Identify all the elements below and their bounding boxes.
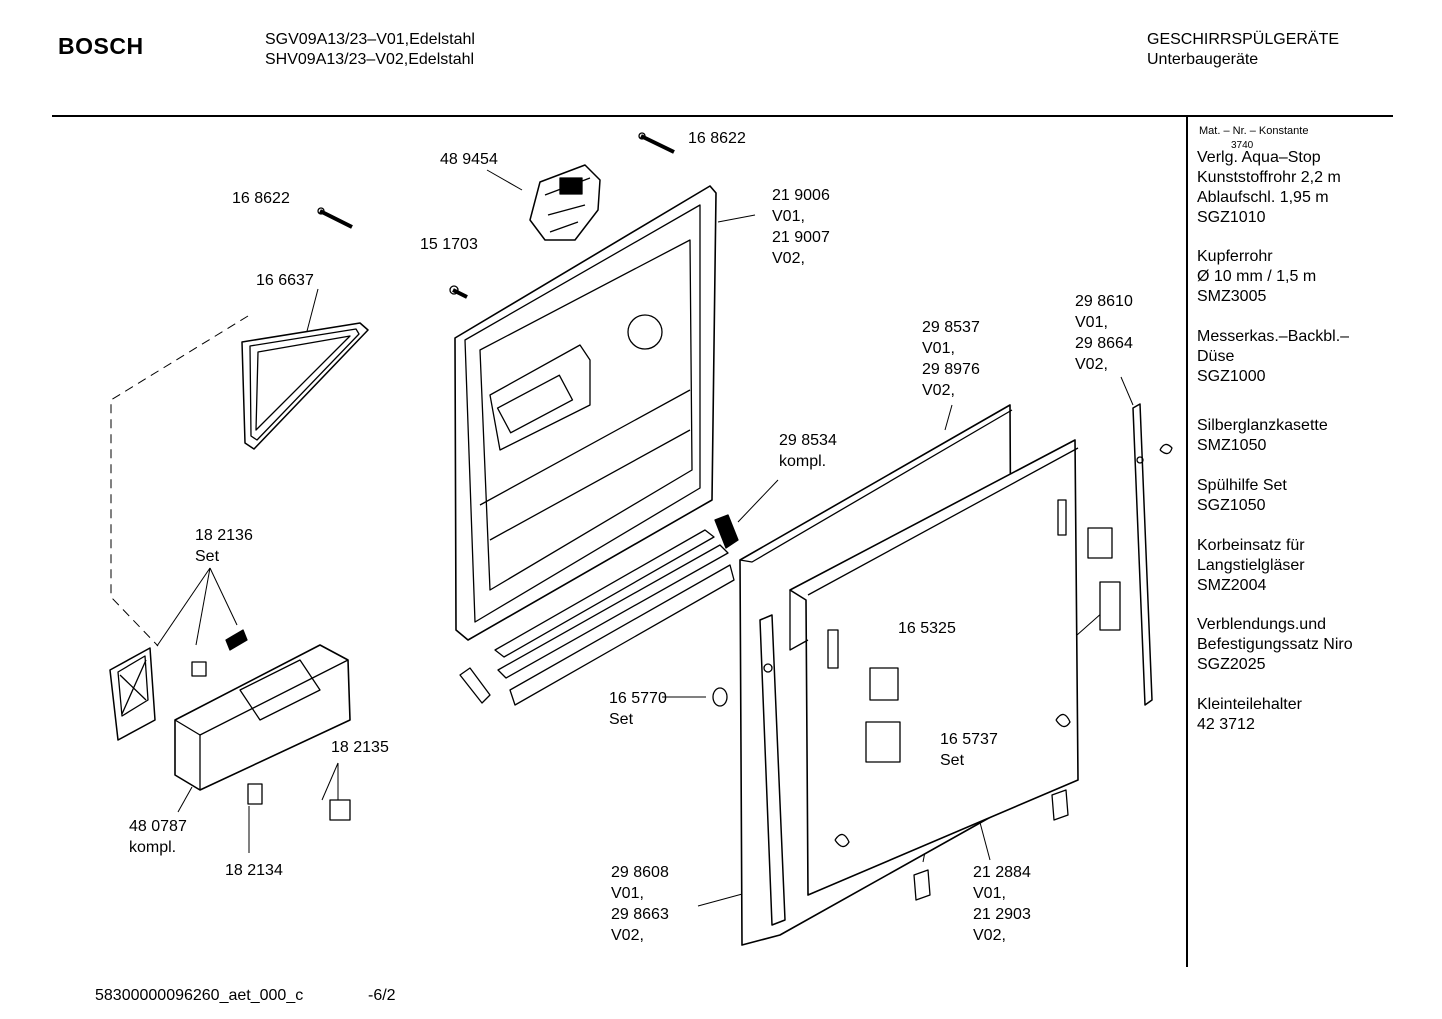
button-cap-icon — [712, 687, 728, 707]
brand-logo: BOSCH — [58, 33, 144, 59]
accessory-item: Messerkas.–Backbl.– Düse SGZ1000 — [1197, 328, 1350, 385]
accessory-item: Verlg. Aqua–Stop Kunststoffrohr 2,2 m Ab… — [1197, 149, 1341, 226]
latch-icon — [329, 799, 351, 821]
accessory-item: Korbeinsatz für Langstielgläser SMZ2004 — [1197, 537, 1305, 594]
callout-165325: 16 5325 — [898, 620, 956, 637]
hinge-icon-left — [459, 667, 491, 704]
bottom-rail-icon — [494, 529, 735, 706]
clip-icon-1 — [1087, 527, 1113, 559]
side-strip-right-icon — [1132, 403, 1173, 706]
callout-212884: 21 2884 V01, 21 2903 V02, — [973, 864, 1031, 944]
callout-489454: 48 9454 — [440, 151, 498, 168]
inner-door-panel-icon — [454, 185, 717, 641]
pin-icon — [225, 629, 248, 651]
callout-165737: 16 5737 Set — [940, 731, 998, 769]
callout-298534: 29 8534 kompl. — [779, 432, 837, 470]
callout-168622-left: 16 8622 — [232, 190, 290, 207]
bracket-icon — [714, 514, 739, 549]
decor-frame-icon — [789, 439, 1079, 896]
accessory-item: Kupferrohr Ø 10 mm / 1,5 m SMZ3005 — [1197, 248, 1317, 305]
hinge-plate-icon-2 — [913, 869, 931, 901]
accessory-item: Spülhilfe Set SGZ1050 — [1197, 477, 1287, 514]
callout-219006: 21 9006 V01, 21 9007 V02, — [772, 187, 830, 267]
callout-480787: 48 0787 kompl. — [129, 818, 187, 856]
header-divider — [52, 115, 1393, 117]
callout-298537: 29 8537 V01, 29 8976 V02, — [922, 319, 980, 399]
hinge-plate-icon-1 — [1051, 789, 1069, 821]
accessory-item: Verblendungs.und Befestigungssatz Niro S… — [1197, 616, 1353, 673]
category-title: GESCHIRRSPÜLGERÄTE — [1147, 31, 1340, 48]
callout-298610: 29 8610 V01, 29 8664 V02, — [1075, 293, 1133, 373]
seal-frame-icon — [241, 322, 369, 450]
callout-182134: 18 2134 — [225, 862, 283, 879]
control-module-icon — [174, 644, 351, 791]
callout-298608: 29 8608 V01, 29 8663 V02, — [611, 864, 669, 944]
clip-icon-3 — [869, 667, 899, 701]
callout-151703: 15 1703 — [420, 236, 478, 253]
accessory-item: Silberglanzkasette SMZ1050 — [1197, 417, 1328, 454]
callout-165770: 16 5770 Set — [609, 690, 667, 728]
key-icon — [247, 783, 263, 805]
sidebar-constant: 3740 — [1231, 140, 1254, 151]
model-line-1: SGV09A13/23–V01,Edelstahl — [265, 31, 475, 48]
callout-182135: 18 2135 — [331, 739, 389, 756]
housing-bracket-icon — [109, 647, 156, 741]
accessory-item: Kleinteilehalter 42 3712 — [1197, 696, 1302, 733]
callout-166637: 16 6637 — [256, 272, 314, 289]
side-strip-left-icon — [759, 614, 786, 926]
assembly-dashed-line — [110, 315, 249, 647]
sidebar-divider — [1186, 117, 1188, 967]
screw-icon-left — [317, 207, 353, 229]
clip-icon-2 — [1099, 581, 1121, 631]
footer-doc-id: 58300000096260_aet_000_c — [95, 987, 304, 1004]
model-line-2: SHV09A13/23–V02,Edelstahl — [265, 51, 475, 68]
lever-icon — [191, 661, 207, 677]
callout-168622-top: 16 8622 — [688, 130, 746, 147]
footer-page-number: -6/2 — [368, 987, 396, 1004]
sidebar-heading: Mat. – Nr. – Konstante — [1199, 125, 1309, 137]
screw-icon-mid — [449, 285, 468, 299]
screw-icon-top — [638, 132, 675, 154]
category-subtitle: Unterbaugeräte — [1147, 51, 1259, 68]
callout-182136: 18 2136 Set — [195, 527, 253, 565]
clip-icon-4 — [865, 721, 901, 763]
door-lock-icon — [529, 164, 601, 241]
